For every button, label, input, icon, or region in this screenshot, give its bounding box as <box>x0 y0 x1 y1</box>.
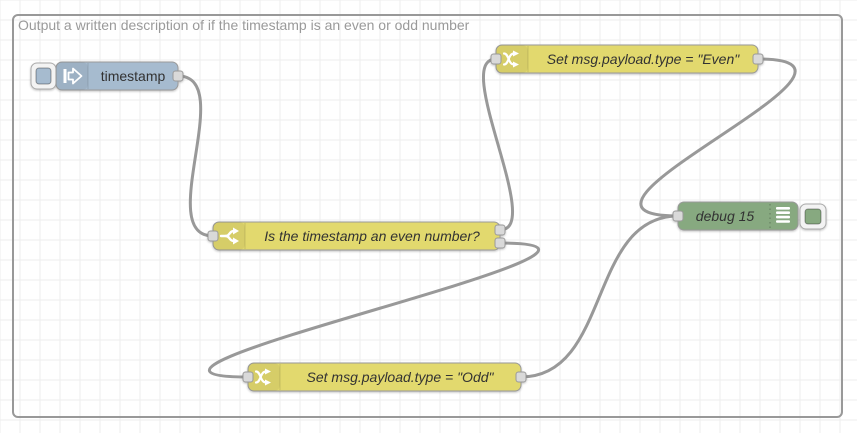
wire-inject-to-switch[interactable] <box>176 74 215 238</box>
list-icon <box>776 207 790 223</box>
switch-fork-icon <box>219 227 239 245</box>
wire-change-even-to-debug[interactable] <box>639 57 797 218</box>
debug-node-label: debug 15 <box>696 208 755 224</box>
change-odd-output-port[interactable] <box>515 371 527 383</box>
node-switch-even-check[interactable]: Is the timestamp an even number? <box>207 221 506 251</box>
switch-output-port-1[interactable] <box>494 224 506 236</box>
change-even-input-port[interactable] <box>490 53 502 65</box>
change-odd-icon-area <box>248 363 280 391</box>
node-change-even[interactable]: Set msg.payload.type = "Even" <box>490 44 764 74</box>
inject-trigger-button-inner[interactable] <box>35 67 52 85</box>
node-change-odd[interactable]: Set msg.payload.type = "Odd" <box>242 362 527 392</box>
shuffle-icon <box>254 368 271 386</box>
change-even-node-label: Set msg.payload.type = "Even" <box>547 51 740 67</box>
inject-node-label: timestamp <box>101 68 166 84</box>
change-odd-node-label: Set msg.payload.type = "Odd" <box>307 369 495 385</box>
inject-arrow-icon <box>63 67 83 85</box>
debug-input-port[interactable] <box>672 210 684 222</box>
switch-output-port-2[interactable] <box>494 237 506 249</box>
debug-toggle-button-inner[interactable] <box>804 208 822 225</box>
switch-input-port[interactable] <box>207 230 219 242</box>
wire-switch-out1-to-change-even[interactable] <box>482 57 514 232</box>
wire-change-odd-to-debug[interactable] <box>519 214 680 379</box>
node-inject-timestamp[interactable]: timestamp <box>30 61 184 91</box>
wire-switch-out2-to-change-odd[interactable] <box>208 241 540 379</box>
switch-node-label: Is the timestamp an even number? <box>264 228 480 244</box>
change-odd-input-port[interactable] <box>242 371 254 383</box>
inject-icon-area <box>56 62 88 90</box>
shuffle-icon <box>502 50 519 68</box>
inject-output-port[interactable] <box>172 70 184 82</box>
node-debug-15[interactable]: debug 15 <box>672 201 827 231</box>
group-border[interactable] <box>12 14 843 418</box>
change-even-output-port[interactable] <box>752 53 764 65</box>
change-even-icon-area <box>496 45 528 73</box>
group-label: Output a written description of if the t… <box>18 17 470 33</box>
